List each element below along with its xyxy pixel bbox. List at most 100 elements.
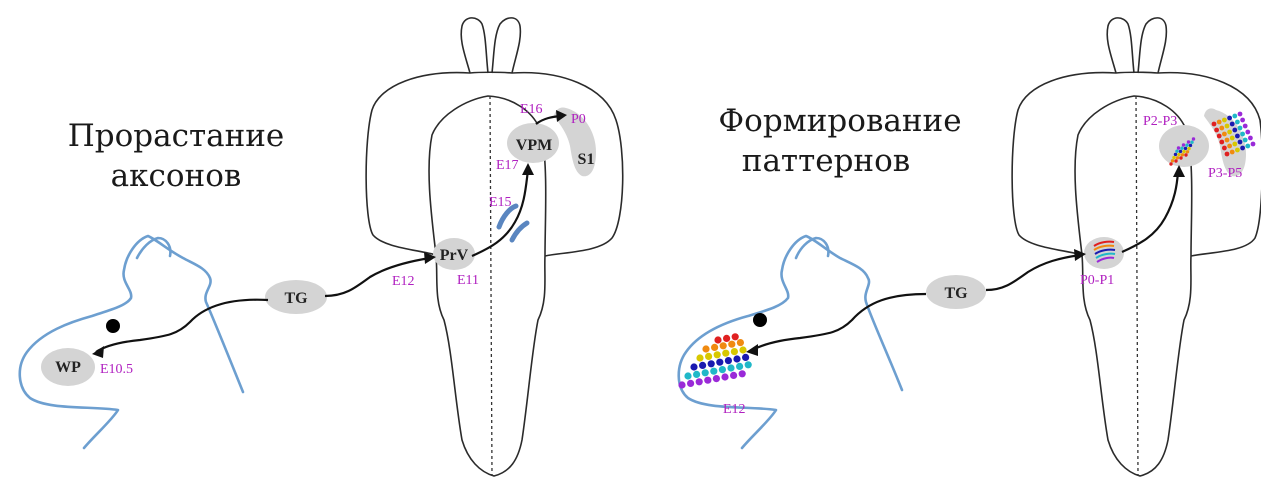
barrel-dot	[1217, 134, 1222, 139]
barreloid-dot	[1174, 159, 1177, 162]
whisker-dot	[711, 344, 718, 351]
whisker-dot	[728, 341, 735, 348]
left-axon-vpm-to-s1	[536, 116, 560, 124]
barrel-dot	[1227, 130, 1232, 135]
barreloid-dot	[1184, 147, 1187, 150]
whisker-dot	[687, 380, 694, 387]
barrel-dot	[1238, 126, 1243, 131]
barreloid-dot	[1189, 144, 1192, 147]
left-tg-label: TG	[284, 290, 308, 307]
barrel-dot	[1217, 120, 1222, 125]
barrel-dot	[1225, 124, 1230, 129]
whisker-dot	[702, 369, 709, 376]
whisker-dot	[710, 368, 717, 375]
barrel-dot	[1245, 144, 1250, 149]
barrel-dot	[1230, 150, 1235, 155]
whisker-dot	[722, 350, 729, 357]
left-stage-e11: E11	[457, 273, 479, 288]
barrel-dot	[1227, 144, 1232, 149]
barreloid-dot	[1187, 140, 1190, 143]
whisker-dot	[699, 362, 706, 369]
barreloid-dot	[1186, 150, 1189, 153]
left-brain-midline	[490, 96, 492, 476]
right-arrowhead-whisker-pad	[746, 344, 758, 356]
whisker-dot	[727, 364, 734, 371]
whisker-dot	[721, 373, 728, 380]
barreloid-dot	[1179, 156, 1182, 159]
whisker-dot	[745, 361, 752, 368]
left-olfactory-bulb-right	[492, 18, 520, 73]
right-brain-midline	[1136, 96, 1138, 476]
whisker-dot	[684, 372, 691, 379]
barreloid-dot	[1184, 153, 1187, 156]
barreloid-dot	[1182, 150, 1185, 153]
barrel-dot	[1243, 138, 1248, 143]
barrel-dot	[1227, 116, 1232, 121]
left-title-line2: аксонов	[111, 158, 242, 194]
barreloid-dot	[1169, 162, 1172, 165]
right-stage-e12: E12	[723, 402, 746, 417]
right-axon-brainstem-to-thalamus	[1122, 172, 1178, 252]
left-arrowhead-wp	[92, 346, 104, 358]
barrel-dot	[1240, 146, 1245, 151]
barreloid-dot	[1180, 147, 1183, 150]
barrel-dot	[1235, 148, 1240, 153]
right-tg-label: TG	[944, 285, 968, 302]
left-stage-e16: E16	[520, 102, 543, 117]
barrel-dot	[1232, 114, 1237, 119]
barrel-dot	[1243, 124, 1248, 129]
left-stage-e12: E12	[392, 274, 415, 289]
right-stage-p2-p3: P2-P3	[1143, 114, 1177, 129]
right-whisker-pad-dots	[678, 333, 751, 388]
left-panel: Прорастание аксонов	[20, 18, 623, 476]
whisker-dot	[714, 336, 721, 343]
left-axon-tg-to-wp	[96, 300, 268, 352]
barrel-dot	[1238, 112, 1243, 117]
barreloid-dot	[1185, 144, 1188, 147]
left-wp-label: WP	[55, 359, 81, 376]
left-title-line1: Прорастание	[68, 118, 285, 154]
barrel-dot	[1222, 118, 1227, 123]
barrel-dot	[1212, 122, 1217, 127]
whisker-dot	[696, 378, 703, 385]
left-prv-label: PrV	[440, 247, 469, 264]
barrel-dot	[1238, 140, 1243, 145]
barrel-dot	[1230, 136, 1235, 141]
barreloid-dot	[1181, 153, 1184, 156]
barreloid-dot	[1174, 153, 1177, 156]
barreloid-dot	[1172, 156, 1175, 159]
whisker-dot	[730, 372, 737, 379]
right-stage-p3-p5: P3-P5	[1208, 166, 1242, 181]
barrel-dot	[1225, 138, 1230, 143]
whisker-dot	[733, 355, 740, 362]
barrel-dot	[1222, 132, 1227, 137]
right-title-line2: паттернов	[742, 143, 910, 179]
left-vpm-label: VPM	[516, 137, 552, 154]
left-axon-prv-to-vpm	[472, 170, 528, 256]
right-olfactory-bulb-left	[1107, 18, 1134, 73]
barrel-dot	[1214, 128, 1219, 133]
whisker-dot	[693, 371, 700, 378]
whisker-dot	[739, 370, 746, 377]
barreloid-dot	[1190, 141, 1193, 144]
barrel-dot	[1232, 142, 1237, 147]
barrel-dot	[1225, 152, 1230, 157]
barrel-dot	[1230, 122, 1235, 127]
right-olfactory-bulb-right	[1138, 18, 1166, 73]
left-e15-mark-2	[512, 223, 527, 240]
barrel-dot	[1222, 146, 1227, 151]
whisker-dot	[720, 342, 727, 349]
whisker-dot	[714, 351, 721, 358]
whisker-dot	[732, 333, 739, 340]
left-arrowhead-vpm	[522, 163, 534, 175]
right-stage-p0-p1: P0-P1	[1080, 273, 1114, 288]
left-stage-e15: E15	[489, 195, 512, 210]
barreloid-dot	[1177, 153, 1180, 156]
barreloid-dot	[1171, 159, 1174, 162]
whisker-dot	[725, 357, 732, 364]
barreloid-dot	[1176, 156, 1179, 159]
barrel-dot	[1240, 132, 1245, 137]
barrel-dot	[1245, 130, 1250, 135]
right-axon-tg-to-whisker-pad	[752, 294, 926, 350]
